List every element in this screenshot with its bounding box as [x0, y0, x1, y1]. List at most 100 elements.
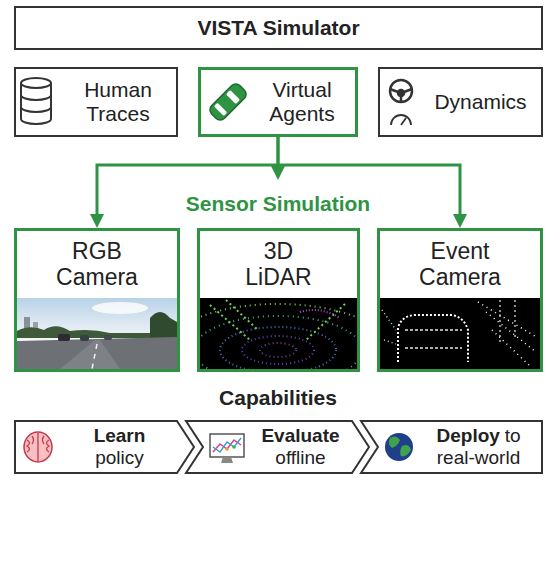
node-text: Dynamics: [434, 90, 526, 114]
brain-outline: [24, 432, 52, 462]
capability-chevron: Learnpolicy: [14, 420, 195, 474]
database-band: [21, 107, 51, 112]
steering-hub: [398, 90, 404, 96]
chart-dot: [232, 445, 236, 449]
brain-folds: [27, 433, 49, 461]
lane-marking: [92, 344, 97, 369]
text-line: VISTA Simulator: [197, 16, 359, 40]
text-area: Dynamics: [422, 69, 539, 135]
car: [104, 335, 112, 340]
chevron-shape: [361, 421, 542, 473]
text-line: Learn: [94, 425, 146, 447]
globe: [385, 433, 413, 461]
node-text: 3D LiDAR: [245, 238, 311, 291]
event-edges: [500, 300, 515, 345]
event-speckles: [478, 302, 538, 366]
split-arrowhead: [271, 166, 285, 180]
capability-chevron: Deploytoreal-world: [360, 420, 543, 474]
car: [58, 334, 70, 341]
rgb-image: [17, 298, 177, 369]
speed-gauge: [391, 115, 411, 125]
sensor-box: 3D LiDAR: [197, 228, 360, 372]
database-band: [21, 95, 51, 100]
dynamics-box: Dynamics: [378, 67, 543, 137]
text-line: 3D LiDAR: [245, 238, 311, 291]
text-line: real-world: [437, 447, 520, 469]
node-text: to: [505, 425, 521, 447]
agent-box: Virtual Agents: [198, 67, 358, 137]
car-body: [207, 81, 248, 122]
road-lane: [60, 340, 120, 369]
lidar-background: [200, 298, 357, 369]
chart-icon: [210, 434, 244, 463]
text-area: Learnpolicy: [64, 420, 175, 474]
node-text: Human Traces: [84, 78, 152, 126]
sensor-box: RGB Camera: [14, 228, 180, 372]
database-body: [21, 83, 51, 124]
vehicle-details: [405, 330, 462, 348]
section-label: Sensor Simulation: [186, 192, 370, 216]
lidar-ring: [220, 327, 336, 369]
vehicle-outline: [398, 315, 468, 362]
dynamics-icon: [390, 80, 412, 125]
brain-icon: [24, 432, 52, 462]
node-text: Virtual Agents: [269, 78, 334, 126]
text-area: VISTA Simulator: [20, 8, 537, 48]
road: [17, 337, 177, 369]
text-line: Virtual Agents: [269, 78, 334, 126]
text-area: Evaluateoffline: [251, 420, 350, 474]
car-rear-window: [214, 103, 227, 116]
sensor-box: Event Camera: [377, 228, 543, 372]
database-icon: [21, 78, 51, 124]
text-line: Evaluate: [261, 425, 339, 447]
node-text: policy: [95, 447, 144, 469]
node-heading: Learn: [94, 425, 146, 447]
event-background: [380, 298, 540, 369]
event-speckles: [382, 310, 396, 344]
text-line: Dynamics: [434, 90, 526, 114]
node-text: offline: [275, 447, 325, 469]
lidar-ring: [242, 336, 314, 364]
sky: [17, 298, 177, 340]
steering-wheel: [390, 80, 412, 102]
data-source-box: Human Traces: [14, 67, 178, 137]
text-area: Virtual Agents: [250, 70, 354, 134]
section-heading: Capabilities: [219, 386, 337, 410]
text-line: offline: [275, 447, 325, 469]
text-area: Deploytoreal-world: [420, 420, 537, 474]
lidar-object: [300, 310, 340, 318]
lidar-image: [200, 300, 357, 369]
text-line: RGB Camera: [56, 238, 138, 291]
lidar-ring: [200, 316, 357, 369]
continents: [389, 436, 411, 456]
text-area: Human Traces: [62, 69, 174, 135]
car-windshield: [226, 90, 240, 104]
chevron-shape: [186, 421, 369, 473]
car-icon: [207, 81, 248, 122]
text-line: Human Traces: [84, 78, 152, 126]
car: [80, 335, 89, 341]
tree: [150, 312, 177, 338]
chevron-shape: [15, 421, 194, 473]
lidar-ring: [260, 343, 296, 357]
lidar-streaks: [210, 300, 345, 340]
node-heading: Deploy: [437, 425, 500, 447]
steering-spokes: [390, 89, 412, 102]
node-text: real-world: [437, 447, 520, 469]
text-area: 3D LiDAR: [201, 231, 356, 297]
text-area: Event Camera: [381, 231, 539, 297]
node-heading: VISTA Simulator: [197, 16, 359, 40]
event-image: [382, 300, 538, 366]
node-heading: Evaluate: [261, 425, 339, 447]
text-line: Event Camera: [419, 238, 501, 291]
monitor-stand: [221, 457, 233, 463]
chart-dot: [225, 447, 229, 451]
node-text: RGB Camera: [56, 238, 138, 291]
text-area: RGB Camera: [18, 231, 176, 297]
node-text: Event Camera: [419, 238, 501, 291]
text-line: policy: [95, 447, 144, 469]
globe-icon: [385, 433, 413, 461]
cloud: [92, 302, 148, 314]
database-top: [21, 78, 51, 88]
